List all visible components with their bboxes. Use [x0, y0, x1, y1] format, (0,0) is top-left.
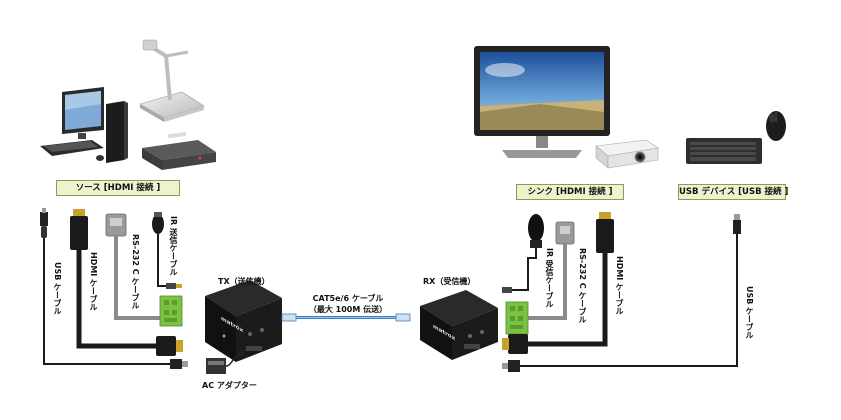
tx-rs232-cable-label: RS-232 C ケーブル [131, 234, 140, 310]
media-player-icon [142, 131, 216, 170]
tx-hdmi-cable [70, 209, 183, 356]
rx-hdmi-cable [502, 212, 614, 354]
pc-computer-icon [40, 87, 128, 163]
tx-terminal-block [159, 295, 183, 327]
tx-rs232-cable [105, 213, 160, 320]
mouse-icon [766, 111, 786, 141]
ac-adapter-icon [206, 350, 244, 374]
tx-transmitter-icon [205, 280, 282, 362]
sink-label: シンク [HDMI 接続 ] [516, 184, 624, 200]
network-cable-label: CAT5e/6 ケーブル （最大 100M 伝送） [300, 293, 396, 315]
rx-rs232-cable [528, 221, 575, 320]
tx-ir-cable-label: IR 送信ケーブル [169, 216, 178, 276]
network-cable [281, 313, 411, 322]
display-monitor-icon [474, 46, 610, 158]
rx-usb-cable-label: USB ケーブル [745, 286, 754, 340]
rx-usb-cable [502, 214, 741, 372]
rx-label: RX（受信機） [423, 277, 476, 286]
rx-terminal-block [505, 301, 529, 335]
tx-hdmi-cable-label: HDMI ケーブル [89, 252, 98, 312]
projector-icon [595, 139, 659, 169]
source-label: ソース [HDMI 接続 ] [56, 180, 180, 196]
rx-ir-cable-label: IR 受信ケーブル [545, 248, 554, 308]
rx-ir-cable [502, 214, 544, 293]
rx-hdmi-cable-label: HDMI ケーブル [615, 256, 624, 316]
tx-label: TX（送信機） [218, 277, 270, 286]
network-cable-label-line1: CAT5e/6 ケーブル [312, 294, 384, 303]
rx-receiver-icon [420, 290, 498, 360]
network-cable-label-line2: （最大 100M 伝送） [308, 305, 388, 314]
tx-usb-cable-label: USB ケーブル [53, 262, 62, 316]
rx-rs232-cable-label: RS-232 C ケーブル [578, 248, 587, 324]
usb-device-label: USB デバイス [USB 接続 ] [678, 184, 788, 200]
document-camera-icon [139, 39, 205, 122]
keyboard-icon [686, 138, 762, 164]
ac-adapter-label: AC アダプター [202, 381, 257, 390]
tx-ir-cable [152, 212, 182, 289]
tx-usb-cable [40, 208, 188, 369]
